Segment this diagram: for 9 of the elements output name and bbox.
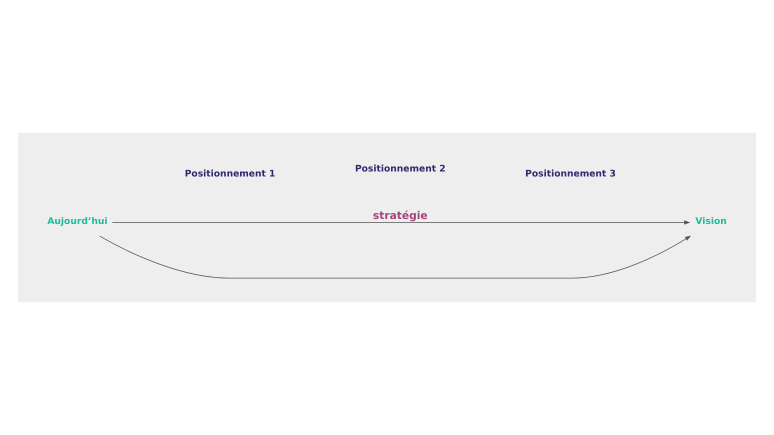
cluster (18, 132, 756, 302)
node-text: Aujourd’hui (47, 217, 108, 228)
label: Positionnement 2 (354, 164, 446, 174)
arrow (112, 220, 690, 225)
arrow (99, 236, 692, 279)
label: Positionnement 1 (184, 170, 276, 180)
node-text: Vision (695, 217, 727, 228)
edge-label: stratégie (372, 208, 428, 222)
label: Positionnement 3 (525, 170, 616, 180)
